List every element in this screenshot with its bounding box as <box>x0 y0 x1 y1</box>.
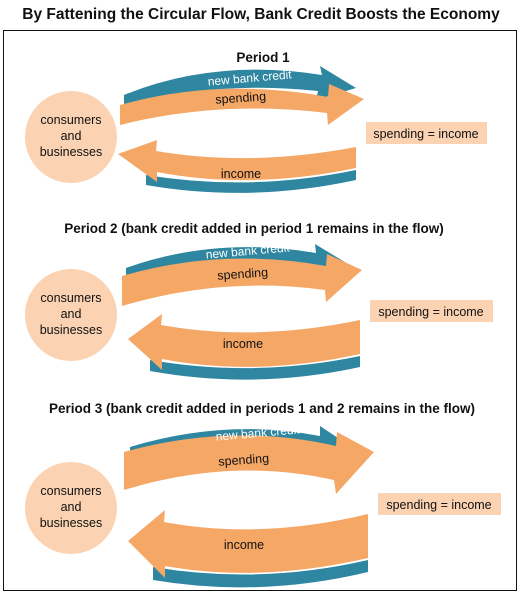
period-3-heading: Period 3 (bank credit added in periods 1… <box>49 401 475 416</box>
period-3: Period 3 (bank credit added in periods 1… <box>25 401 501 588</box>
period-3-equation: spending = income <box>386 498 491 512</box>
period-1-node-line-1: consumers <box>40 113 101 127</box>
period-2-node-circle <box>25 269 117 361</box>
period-1-spending-arrow <box>120 84 364 125</box>
period-1-equation: spending = income <box>373 127 478 141</box>
period-1-node-line-2: and <box>61 129 82 143</box>
period-2-node-line-2: and <box>61 307 82 321</box>
period-3-spending-arrow <box>124 432 374 494</box>
period-2-income-label: income <box>223 337 263 351</box>
period-1-income-rim <box>146 170 356 193</box>
period-1-credit-arrow <box>124 66 356 106</box>
period-2-heading: Period 2 (bank credit added in period 1 … <box>64 221 444 236</box>
period-1: Period 1 consumers and businesses new ba… <box>25 50 487 193</box>
diagram-title: By Fattening the Circular Flow, Bank Cre… <box>22 6 500 23</box>
period-2-income-rim <box>150 356 360 380</box>
period-2-node-line-1: consumers <box>40 291 101 305</box>
period-1-spending-label: spending <box>215 89 267 107</box>
period-2-equation: spending = income <box>378 305 483 319</box>
period-2-spending-arrow <box>122 254 362 306</box>
period-3-income-label: income <box>224 538 264 552</box>
period-2-equation-box <box>370 300 493 322</box>
period-2: Period 2 (bank credit added in period 1 … <box>25 221 493 380</box>
period-3-spending-label: spending <box>218 451 270 469</box>
period-3-node-line-1: consumers <box>40 484 101 498</box>
period-1-node-circle <box>25 91 117 183</box>
period-2-node-line-3: businesses <box>40 323 103 337</box>
period-3-node-line-2: and <box>61 500 82 514</box>
period-1-node-line-3: businesses <box>40 145 103 159</box>
period-2-spending-label: spending <box>217 265 269 283</box>
period-1-heading: Period 1 <box>236 50 290 65</box>
diagram-frame <box>3 30 517 591</box>
period-3-node-circle <box>25 462 117 554</box>
period-3-node-line-3: businesses <box>40 516 103 530</box>
period-1-equation-box <box>366 122 487 144</box>
period-3-income-arrow <box>128 510 368 578</box>
period-1-income-arrow <box>118 140 356 182</box>
period-3-income-rim <box>153 560 368 588</box>
period-3-equation-box <box>378 493 501 515</box>
period-2-income-arrow <box>128 314 360 370</box>
period-1-income-label: income <box>221 167 261 181</box>
